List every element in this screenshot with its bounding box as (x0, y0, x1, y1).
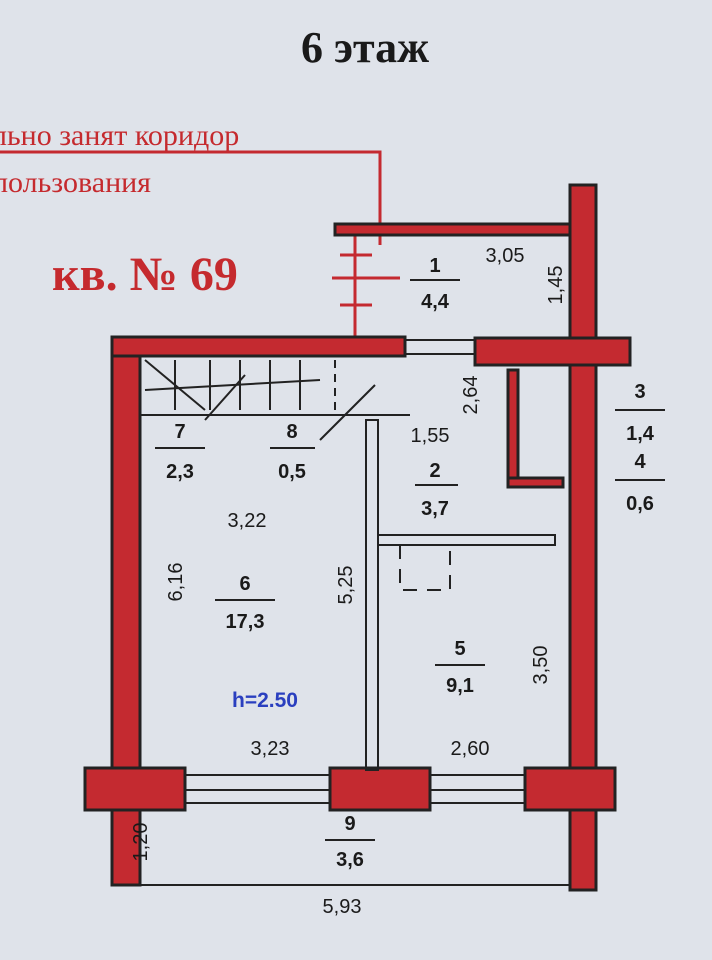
dim-3-05: 3,05 (486, 245, 525, 267)
svg-text:0,6: 0,6 (626, 493, 654, 515)
svg-text:5: 5 (454, 638, 465, 660)
room-9-label: 9 3,6 (325, 813, 375, 871)
dim-1-45: 1,45 (545, 266, 567, 305)
corridor-boundary (332, 230, 400, 340)
dim-6-16: 6,16 (165, 563, 187, 602)
room-4-label: 4 0,6 (615, 451, 665, 515)
svg-text:3,6: 3,6 (336, 849, 364, 871)
svg-text:4: 4 (634, 451, 646, 473)
room-1-label: 1 4,4 (410, 255, 460, 313)
svg-text:17,3: 17,3 (226, 611, 265, 633)
apartment-label: кв. № 69 (52, 248, 238, 301)
note-line-1: льно занят коридор (0, 119, 239, 152)
floor-title: 6 этаж (301, 23, 429, 72)
dim-5-25: 5,25 (335, 566, 357, 605)
dim-1-20: 1,20 (130, 823, 152, 862)
dim-3-22: 3,22 (228, 510, 267, 532)
svg-text:1,4: 1,4 (626, 423, 655, 445)
svg-text:9: 9 (344, 813, 355, 835)
room-3-label: 3 1,4 (615, 381, 665, 445)
svg-text:9,1: 9,1 (446, 675, 474, 697)
svg-text:7: 7 (174, 421, 185, 443)
dim-3-23: 3,23 (251, 738, 290, 760)
svg-text:2,3: 2,3 (166, 461, 194, 483)
staircase (144, 359, 376, 441)
dim-2-64: 2,64 (460, 376, 482, 415)
svg-text:3,7: 3,7 (421, 498, 449, 520)
dim-3-50: 3,50 (530, 646, 552, 685)
dim-5-93: 5,93 (323, 896, 362, 918)
svg-text:4,4: 4,4 (421, 291, 450, 313)
room-7-label: 7 2,3 (155, 421, 205, 483)
note-line-2: пользования (0, 166, 151, 199)
room-8-label: 8 0,5 (270, 421, 315, 483)
walls (83, 183, 632, 892)
svg-text:6: 6 (239, 573, 250, 595)
room-5-label: 5 9,1 (435, 638, 485, 697)
svg-text:2: 2 (429, 460, 440, 482)
ceiling-height: h=2.50 (232, 689, 298, 712)
svg-text:1: 1 (429, 255, 440, 277)
room-6-label: 6 17,3 (215, 573, 275, 633)
dim-1-55: 1,55 (411, 425, 450, 447)
note-leader-line (0, 150, 382, 245)
dim-2-60: 2,60 (451, 738, 490, 760)
svg-text:3: 3 (634, 381, 645, 403)
svg-text:8: 8 (286, 421, 297, 443)
windows-and-partitions (140, 339, 570, 886)
room-2-label: 2 3,7 (415, 460, 458, 520)
svg-text:0,5: 0,5 (278, 461, 306, 483)
